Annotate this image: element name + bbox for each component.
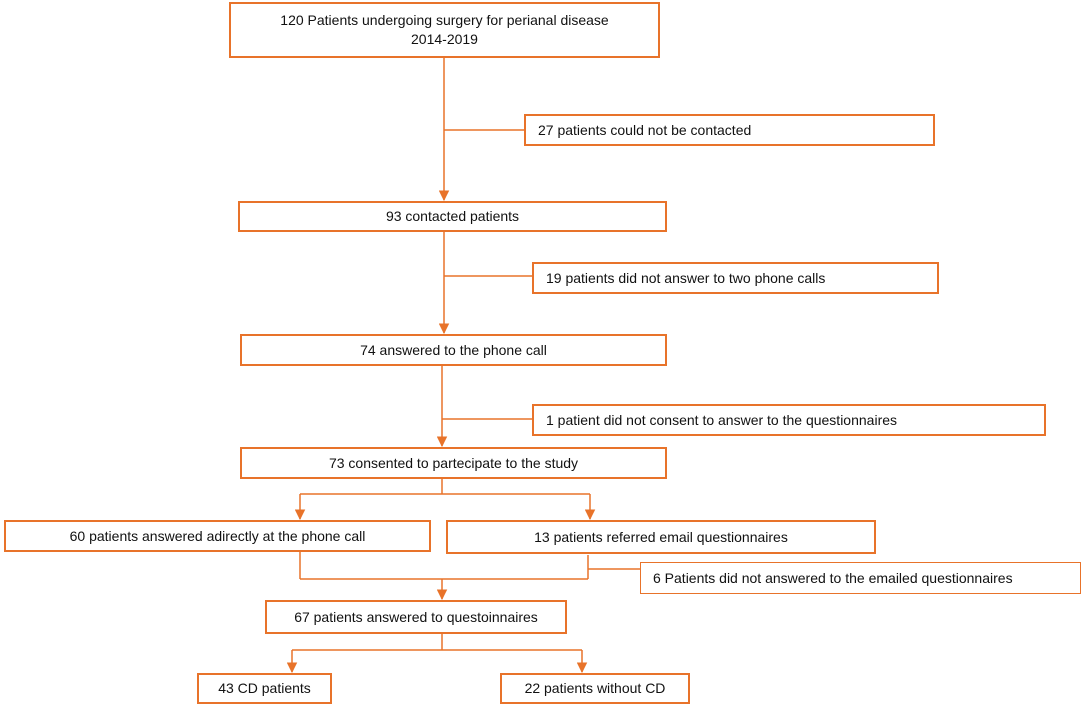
- node-excluded-not-contacted: 27 patients could not be contacted: [524, 114, 935, 146]
- node-consented: 73 consented to partecipate to the study: [240, 447, 667, 479]
- node-excluded-no-email-answer: 6 Patients did not answered to the email…: [640, 562, 1081, 594]
- node-answered-questionnaires: 67 patients answered to questoinnaires: [265, 600, 567, 634]
- node-total-patients-line1: 120 Patients undergoing surgery for peri…: [280, 12, 609, 28]
- node-total-patients: 120 Patients undergoing surgery for peri…: [229, 2, 660, 58]
- node-answered-call: 74 answered to the phone call: [240, 334, 667, 366]
- node-answered-directly: 60 patients answered adirectly at the ph…: [4, 520, 431, 552]
- node-cd-patients: 43 CD patients: [197, 673, 332, 704]
- node-email-questionnaires: 13 patients referred email questionnaire…: [446, 520, 876, 554]
- node-total-patients-line2: 2014-2019: [411, 31, 478, 47]
- node-excluded-no-answer: 19 patients did not answer to two phone …: [532, 262, 939, 294]
- node-contacted: 93 contacted patients: [238, 201, 667, 232]
- node-non-cd-patients: 22 patients without CD: [500, 673, 690, 704]
- node-excluded-no-consent: 1 patient did not consent to answer to t…: [532, 404, 1046, 436]
